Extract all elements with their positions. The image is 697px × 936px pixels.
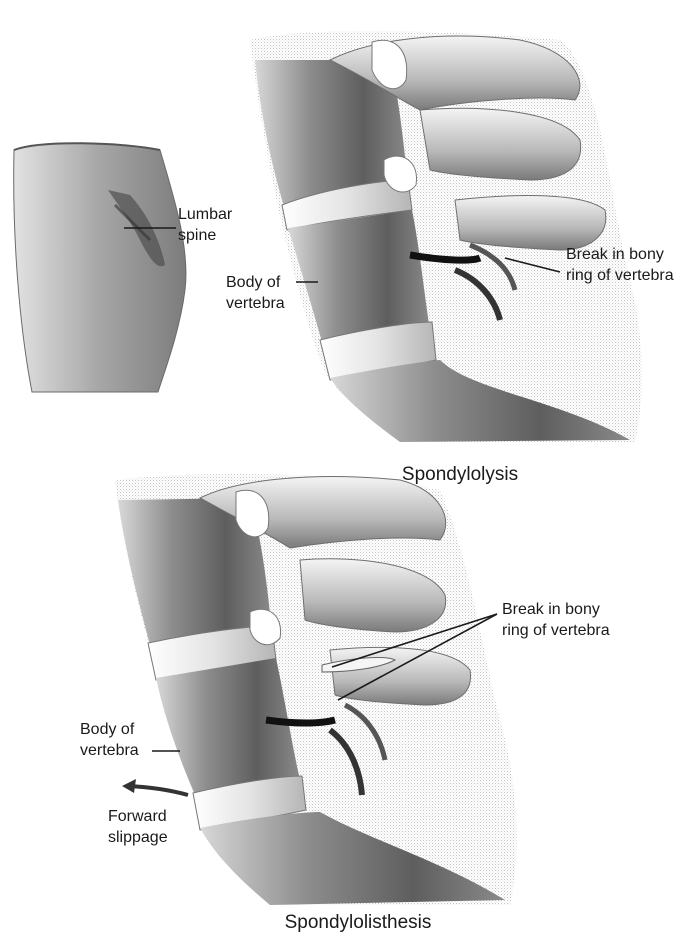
forward-slippage-line2: slippage <box>108 829 168 846</box>
forward-slippage-arrow-icon <box>128 786 188 795</box>
forward-slippage-arrowhead-icon <box>122 779 136 793</box>
spondylolysis-caption: Spondylolysis <box>402 464 518 485</box>
body-of-vertebra-bottom-line1: Body of <box>80 721 135 738</box>
spondylolysis-panel: Lumbar spine Body of vertebra Break in b… <box>14 31 674 485</box>
spondylolisthesis-caption: Spondylolisthesis <box>285 912 432 933</box>
spondylolisthesis-panel: Break in bony ring of vertebra Body of v… <box>80 474 610 933</box>
break-bottom-line2: ring of vertebra <box>502 622 610 639</box>
torso-silhouette <box>14 143 186 392</box>
vertebral-column-bottom <box>115 474 517 905</box>
break-bottom-line1: Break in bony <box>502 601 600 618</box>
body-of-vertebra-top-line2: vertebra <box>226 295 285 312</box>
lumbar-spine-label-line2: spine <box>178 227 216 244</box>
break-top-line1: Break in bony <box>566 246 664 263</box>
body-of-vertebra-top-line1: Body of <box>226 274 281 291</box>
body-of-vertebra-bottom-line2: vertebra <box>80 742 139 759</box>
label-forward-slippage: Forward slippage <box>108 779 188 846</box>
vertebral-column-top <box>250 31 642 442</box>
break-top-line2: ring of vertebra <box>566 267 674 284</box>
forward-slippage-line1: Forward <box>108 808 167 825</box>
lumbar-spine-label-line1: Lumbar <box>178 206 233 223</box>
label-body-of-vertebra-bottom: Body of vertebra <box>80 721 180 759</box>
